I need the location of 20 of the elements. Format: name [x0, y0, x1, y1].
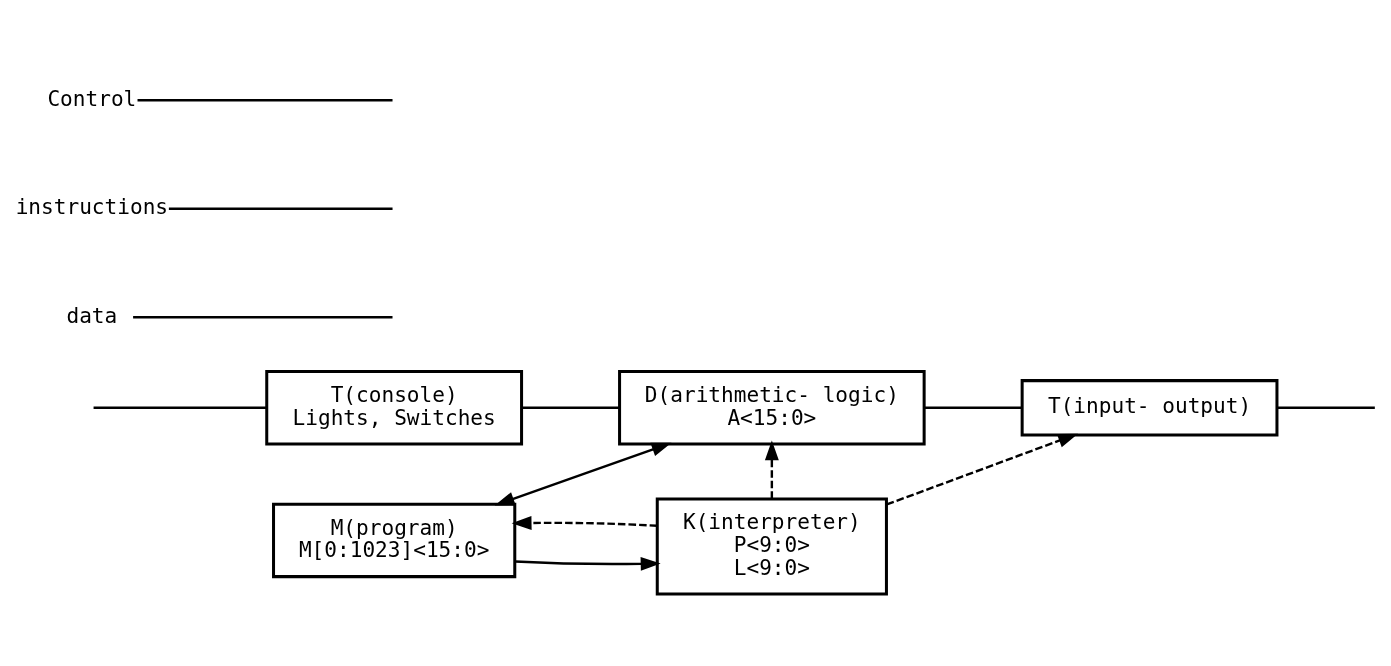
arrow [515, 556, 661, 571]
connector [168, 207, 393, 210]
connector [924, 406, 1022, 409]
connector [137, 98, 393, 101]
node-text: instructions [15, 193, 169, 219]
arrow [511, 515, 658, 530]
connector [93, 406, 267, 409]
node-box: T(input- output) [1020, 378, 1279, 436]
arrow [886, 433, 1078, 506]
node-box: M(program) M[0:1023]<15:0> [272, 502, 517, 578]
connector [1277, 406, 1375, 409]
arrow [494, 442, 672, 505]
node-box: D(arithmetic- logic) A<15:0> [618, 369, 926, 445]
arrow [764, 439, 779, 499]
node-text: Control [47, 85, 137, 111]
connector [133, 315, 393, 318]
connector [522, 406, 620, 409]
node-box: K(interpreter) P<9:0> L<9:0> [655, 496, 888, 595]
node-box: T(console) Lights, Switches [265, 369, 524, 445]
node-text: data [66, 302, 118, 328]
